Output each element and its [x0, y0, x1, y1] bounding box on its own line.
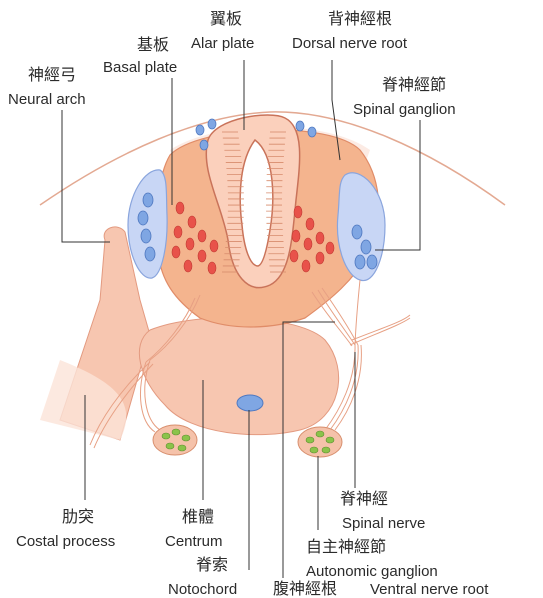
- spinal-ganglion-zh: 脊神經節: [382, 75, 446, 94]
- neural-arch-zh: 神經弓: [28, 65, 76, 84]
- spinal-ganglion-left: [128, 170, 167, 278]
- basal-plate-en: Basal plate: [103, 59, 177, 76]
- costal-process-zh: 肋突: [62, 507, 94, 526]
- costal-process-en: Costal process: [16, 533, 115, 550]
- centrum-en: Centrum: [165, 533, 223, 550]
- notochord-zh: 脊索: [196, 555, 228, 574]
- dorsal-root-zh: 背神經根: [328, 9, 392, 28]
- ventral-root-en: Ventral nerve root: [370, 581, 489, 598]
- centrum: [139, 318, 338, 435]
- dorsal-root-en: Dorsal nerve root: [292, 35, 408, 52]
- neural-arch-en: Neural arch: [8, 91, 86, 108]
- spinal-nerve-zh: 脊神經: [340, 489, 388, 508]
- centrum-zh: 椎體: [182, 507, 214, 526]
- alar-plate-zh: 翼板: [210, 9, 242, 28]
- spinal-nerve-en: Spinal nerve: [342, 515, 425, 532]
- notochord-en: Notochord: [168, 581, 237, 598]
- autonomic-ganglion-zh: 自主神經節: [306, 537, 386, 556]
- autonomic-ganglion-en: Autonomic ganglion: [306, 563, 438, 580]
- ventral-root-zh: 腹神經根: [273, 579, 337, 598]
- alar-plate-en: Alar plate: [191, 35, 254, 52]
- notochord: [237, 395, 263, 411]
- spinal-ganglion-en: Spinal ganglion: [353, 101, 456, 118]
- basal-plate-zh: 基板: [137, 35, 169, 54]
